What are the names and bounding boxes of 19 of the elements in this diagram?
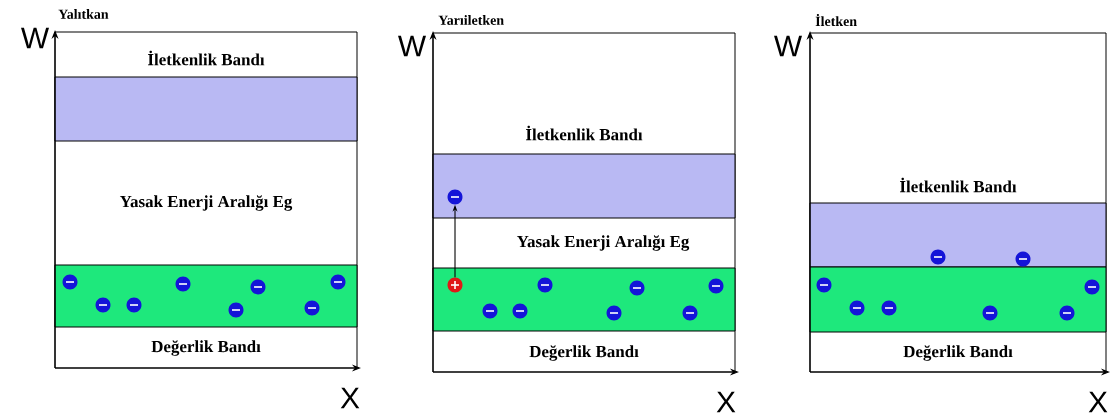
band-label: Değerlik Bandı <box>151 340 261 356</box>
axis-label: W <box>21 27 49 49</box>
band-gap-label: Yasak Enerji Aralığı Eg <box>516 235 690 251</box>
band-label: İletkenlik Bandı <box>148 50 265 66</box>
axis-label: X <box>1088 391 1108 413</box>
panel-title: İletken <box>815 13 857 27</box>
panel-title: Yalıtkan <box>58 9 109 19</box>
band-gap-label: Yasak Enerji Aralığı Eg <box>119 195 293 211</box>
hole-icon <box>447 277 463 293</box>
band-label: Değerlik Bandı <box>529 345 639 361</box>
axis-label: X <box>716 391 736 413</box>
panel-title: Yarıiletken <box>438 15 504 25</box>
axis-label: X <box>340 387 360 409</box>
electron-icon <box>447 189 463 205</box>
band-label: Değerlik Bandı <box>903 345 1013 361</box>
band-label: İletkenlik Bandı <box>526 125 643 141</box>
axis-label: W <box>774 35 802 57</box>
axis-label: W <box>398 35 426 57</box>
band-label: İletkenlik Bandı <box>900 177 1017 193</box>
